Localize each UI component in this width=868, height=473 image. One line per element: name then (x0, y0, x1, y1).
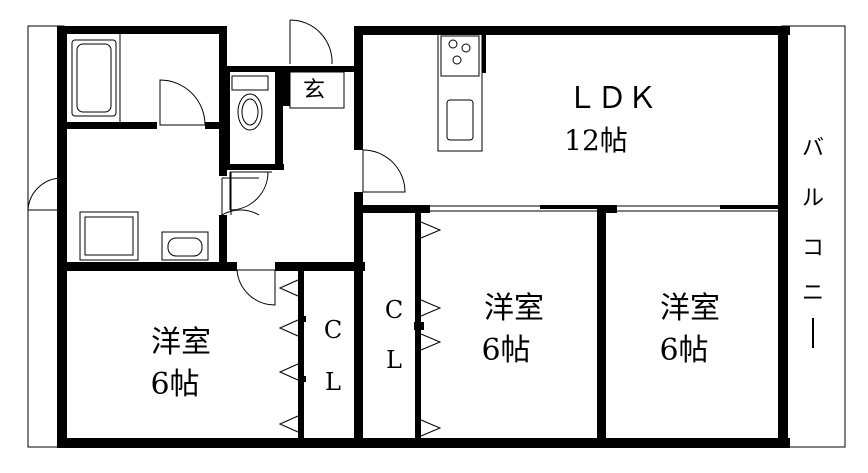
balcony-label: バ ル コ ニ (802, 136, 824, 348)
bath-door-swing (159, 79, 206, 126)
ldk-sliding-doors (430, 205, 778, 212)
balcony-char: ニ (802, 281, 824, 306)
entrance-label: 玄 (303, 78, 325, 103)
balcony-char: コ (802, 236, 824, 261)
ldk-door-swing (362, 149, 406, 193)
east-room-size-label: 6帖 (659, 333, 708, 368)
washroom-door-swing (221, 178, 260, 216)
toilet-icon (231, 75, 269, 131)
west-closet-l-label: L (325, 368, 341, 396)
ldk-label: ＬＤＫ (567, 81, 657, 116)
west-door-swing (27, 177, 63, 211)
center-closet-l-label: L (386, 346, 402, 374)
west-closet-c-label: C (324, 316, 342, 344)
balcony-char-long-vowel (812, 318, 814, 348)
washing-machine (79, 211, 139, 261)
east-room-label: 洋室 (660, 291, 720, 326)
center-room-size-label: 6帖 (481, 333, 530, 368)
entrance-door-swing (289, 19, 333, 65)
west-room-door-swing (236, 269, 276, 306)
entrance-step (289, 71, 345, 109)
center-closet-doors (414, 221, 442, 437)
wash-basin (161, 231, 209, 261)
bathtub (71, 39, 117, 117)
kitchen-counter (437, 32, 483, 152)
windows (59, 80, 788, 380)
center-closet-c-label: C (385, 296, 403, 324)
west-closet-doors (278, 279, 306, 433)
ldk-size-label: 12帖 (564, 124, 628, 157)
sink (446, 99, 474, 141)
center-room-label: 洋室 (484, 291, 544, 326)
west-room-size-label: 6帖 (150, 367, 199, 402)
balcony-char: バ (802, 136, 824, 161)
balcony-char: ル (802, 186, 824, 211)
west-room-label: 洋室 (151, 325, 211, 360)
stove-icon (440, 35, 480, 77)
